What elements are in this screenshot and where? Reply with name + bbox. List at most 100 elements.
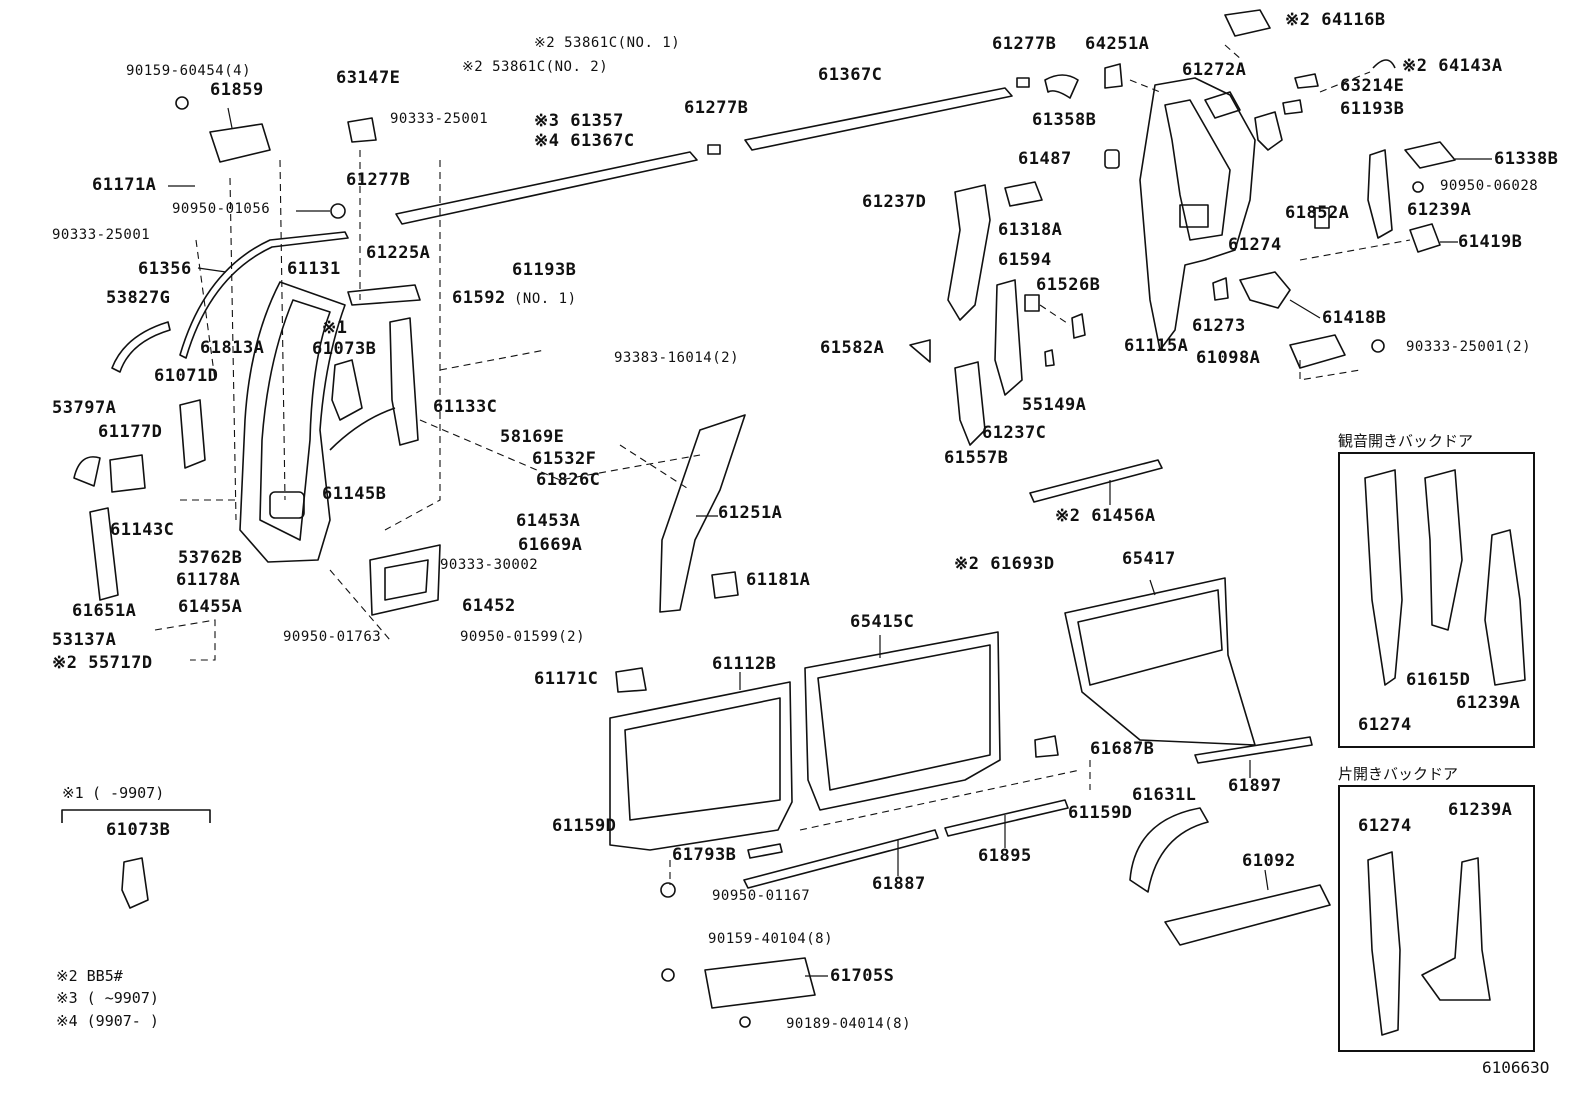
pillar-61237d <box>947 184 991 321</box>
part-61456a <box>1029 459 1163 503</box>
part-61071d <box>179 399 206 469</box>
part-label: 61098A <box>1196 348 1261 368</box>
molding-61356 <box>179 231 349 359</box>
part-label: 61793B <box>672 845 737 865</box>
part-label: 61453A <box>516 511 581 531</box>
part-label: 90333-30002 <box>440 557 539 573</box>
part-61338b <box>1404 141 1456 169</box>
part-label: 61237D <box>862 192 927 212</box>
part-label: ※4 61367C <box>534 131 635 151</box>
single-hinged-door-title: 片開きバックドア <box>1338 765 1459 783</box>
footnote-1-part: 61073B <box>106 820 171 840</box>
bracket-61418b <box>1239 271 1291 309</box>
part-label: 61631L <box>1132 785 1197 805</box>
dash-4 <box>384 160 441 531</box>
part-61193b-right <box>1282 99 1303 115</box>
part-61852a <box>1314 207 1330 229</box>
footnote-3: ※3 ( ~9907) <box>56 989 159 1007</box>
pillar-61594 <box>994 279 1023 396</box>
part-label: 61112B <box>712 654 777 674</box>
part-label: ※2 53861C(NO. 1) <box>534 35 681 51</box>
part-label: 61367C <box>818 65 883 85</box>
footnote-4: ※4 (9907- ) <box>56 1012 159 1030</box>
bracket-61098a <box>1289 334 1346 369</box>
part-label: 61358B <box>1032 110 1097 130</box>
rocker-61887 <box>743 829 939 889</box>
catalog-number: 610663O <box>1482 1058 1550 1077</box>
grommet-90950-06028 <box>1412 181 1424 193</box>
part-label: 61826C <box>536 470 601 490</box>
part-label: 61237C <box>982 423 1047 443</box>
part-label: 61557B <box>944 448 1009 468</box>
part-label: 90333-25001 <box>390 111 489 127</box>
leader-65417 <box>1149 579 1156 596</box>
part-label: 63147E <box>336 68 401 88</box>
footnote-bracket <box>61 809 211 823</box>
footnote-2: ※2 BB5# <box>56 967 123 985</box>
clip-64251a <box>1104 63 1123 89</box>
part-label: 61177D <box>98 422 163 442</box>
plate-61705s <box>704 957 816 1009</box>
part-63214e <box>1294 73 1319 89</box>
part-label: 61143C <box>110 520 175 540</box>
part-label: 90333-25001(2) <box>1406 339 1532 355</box>
wheel-arch-61631l <box>1129 807 1209 893</box>
part-label: 61487 <box>1018 149 1072 169</box>
part-label: 61859 <box>210 80 264 100</box>
part-label: 61193B <box>1340 99 1405 119</box>
leader-61859 <box>227 107 233 129</box>
part-label: 90189-04014(8) <box>786 1016 912 1032</box>
part-label: 61582A <box>820 338 885 358</box>
panel-65415c-inner <box>817 644 991 791</box>
footnote-1-range: ( -9907) <box>92 784 165 802</box>
clip-61277b-a <box>707 144 721 155</box>
nut-90189-04014 <box>739 1016 751 1028</box>
part-label: 61338B <box>1494 149 1559 169</box>
side-hinged-door-box <box>1338 452 1535 748</box>
part-label: 90159-40104(8) <box>708 931 834 947</box>
part-label: 61193B <box>512 260 577 280</box>
dash-17 <box>799 769 1081 831</box>
part-label: 61131 <box>287 259 341 279</box>
part-64143a <box>1372 59 1396 69</box>
part-label: 61687B <box>1090 739 1155 759</box>
part-label: 61171A <box>92 175 157 195</box>
part-label: 61181A <box>746 570 811 590</box>
part-label: 61277B <box>346 170 411 190</box>
pillar-61274 <box>1254 111 1283 151</box>
part-label: 61852A <box>1285 203 1350 223</box>
part-61419b <box>1409 223 1441 253</box>
arc-61133c <box>329 407 396 451</box>
part-label: 61277B <box>992 34 1057 54</box>
panel-61452-inner <box>384 559 429 601</box>
grommet-90950-01056 <box>330 203 346 219</box>
part-label: 61274 <box>1358 715 1412 735</box>
part-label: 61277B <box>684 98 749 118</box>
dash-16 <box>619 444 691 491</box>
part-61582a <box>909 339 931 363</box>
part-label: 61526B <box>1036 275 1101 295</box>
dash-8 <box>154 619 216 661</box>
part-label: 65415C <box>850 612 915 632</box>
part-label: ※2 64116B <box>1285 10 1386 30</box>
dash-13 <box>1224 44 1243 61</box>
screw-90159-40104 <box>661 968 675 982</box>
bracket-61073b <box>331 359 363 421</box>
part-label: 61145B <box>322 484 387 504</box>
part-label: 61251A <box>718 503 783 523</box>
part-61687b <box>1034 735 1059 758</box>
part-64116b <box>1224 9 1271 37</box>
part-61526b <box>1071 313 1086 339</box>
part-label: 61615D <box>1406 670 1471 690</box>
box1-pillar-61615d <box>1424 469 1463 631</box>
front-frame-inner <box>259 299 331 541</box>
part-label: ※1 <box>322 318 348 338</box>
pillar-61251a <box>659 414 746 613</box>
part-label: 61418B <box>1322 308 1387 328</box>
part-label: 53762B <box>178 548 243 568</box>
part-label: 61273 <box>1192 316 1246 336</box>
part-label: 61272A <box>1182 60 1247 80</box>
bracket-61272a <box>1204 91 1241 119</box>
part-label: 63214E <box>1340 76 1405 96</box>
